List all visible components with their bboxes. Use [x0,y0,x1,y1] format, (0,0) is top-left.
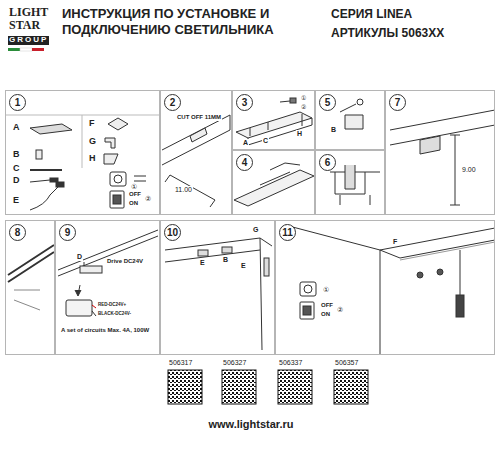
step-panel: 7 [385,90,495,215]
part-label: ON [320,311,331,318]
article-code: 506357 [334,359,359,367]
part-label: ON [128,200,139,207]
part-label: C [12,164,21,174]
part-label: B [222,256,229,264]
part-label: E [199,259,206,267]
part-label: C [262,137,269,145]
part-label: G [88,137,97,147]
article-code: 506317 [168,359,193,367]
part-label: ② [300,104,307,111]
part-label: E [240,262,247,270]
part-label: АРТИКУЛЫ 5063XX [330,27,445,40]
part-label: B [330,126,337,134]
sheet-title: ИНСТРУКЦИЯ ПО УСТАНОВКЕ И ПОДКЛЮЧЕНИЮ СВ… [62,6,322,39]
step-number: 2 [164,94,181,111]
part-label: F [88,119,96,129]
step-number: 10 [164,224,181,241]
step-panel: 9 [55,220,160,355]
part-label: Drive DC24V [106,258,140,265]
step-panel: 6 [315,150,385,215]
part-label: A [242,139,249,147]
logo-text: LIGHT STAR [8,6,60,32]
step-number: 4 [236,154,253,171]
article-code: 506337 [278,359,303,367]
part-label: ① [130,183,138,191]
step-number: 9 [59,224,76,241]
part-label: ① [300,95,307,102]
part-label: 11.00 [174,186,193,194]
step-panel: 10 [160,220,275,355]
step-panel: 4 [232,150,315,215]
part-label: A [12,123,21,133]
part-label: ② [144,195,152,203]
part-label: H [296,130,303,138]
part-label: E [12,196,20,206]
part-label: BLACK-DC24V- [97,312,132,317]
step-panel: 8 [5,220,55,355]
part-label: СЕРИЯ LINEA [330,8,413,21]
part-label: CUT OFF 11MM [176,114,222,121]
step-panel: 2 [160,90,232,215]
part-label: F [392,238,398,246]
step-panel: 5 [315,90,385,150]
step-panel: 11 [275,220,495,355]
part-label: D [12,176,21,186]
part-label: ① [322,286,330,294]
part-label: RED-DC24V+ [97,303,127,308]
step-number: 1 [9,94,26,111]
step-number: 7 [389,94,406,111]
logo-text: GROUP [8,36,49,45]
part-label: OFF [320,302,334,309]
part-label: OFF [128,191,142,198]
part-label: ② [336,306,344,314]
part-label: G [252,226,259,234]
step-number: 11 [279,224,296,241]
step-number: 6 [319,154,336,171]
article-code: 506327 [222,359,247,367]
part-label: A set of circuits Max. 4A, 100W [60,327,157,334]
part-label: H [88,154,97,164]
website: www.lightstar.ru [0,418,500,430]
step-number: 3 [236,94,253,111]
part-label: 9.00 [461,166,477,174]
step-number: 5 [319,94,336,111]
part-label: B [12,150,21,160]
part-label: D [76,253,83,261]
step-number: 8 [9,224,26,241]
